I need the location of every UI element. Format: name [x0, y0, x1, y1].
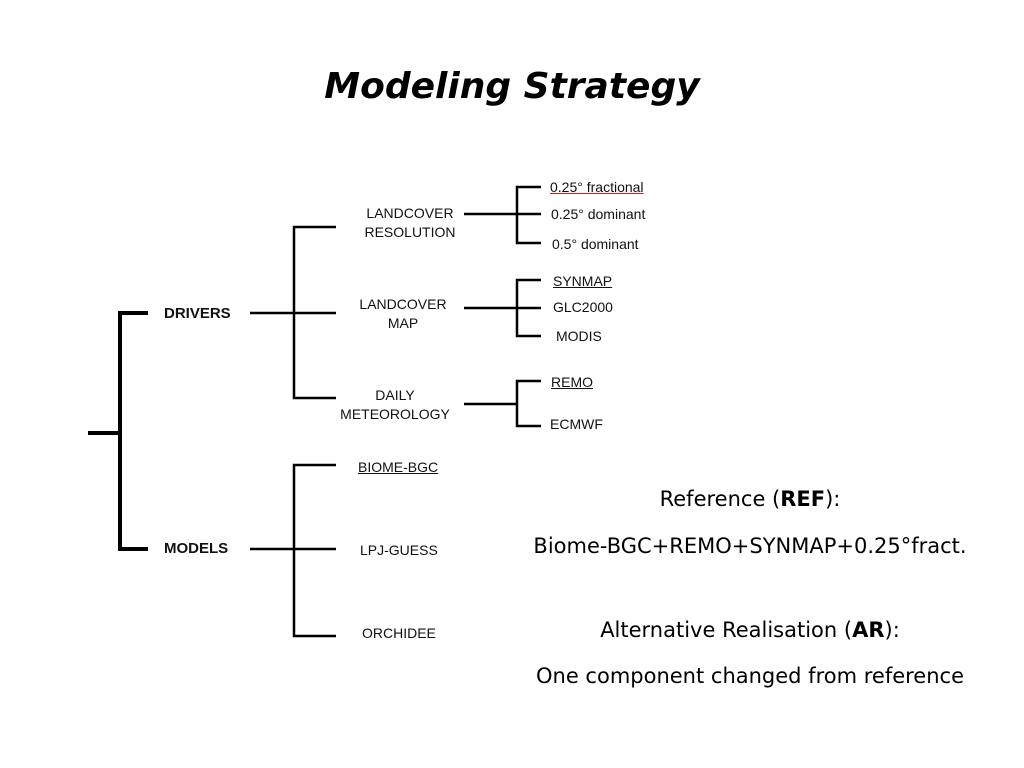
- alternative-heading: Alternative Realisation (AR):: [600, 618, 900, 642]
- leaf-map-synmap: SYNMAP: [553, 273, 613, 289]
- node-daily-meteorology: DAILY METEOROLOGY: [325, 386, 465, 424]
- reference-value: Biome-BGC+REMO+SYNMAP+0.25°fract.: [533, 534, 967, 558]
- leaf-model-biome-bgc: BIOME-BGC: [358, 459, 439, 475]
- node-landcover-map: LANDCOVER MAP: [343, 295, 463, 333]
- leaf-resolution-dominant-05: 0.5° dominant: [552, 236, 639, 252]
- node-landcover-map-line2: MAP: [387, 315, 419, 331]
- node-landcover-resolution-line1: LANDCOVER: [366, 205, 454, 221]
- slide-title: Modeling Strategy: [324, 66, 700, 107]
- leaf-meteo-ecmwf: ECMWF: [550, 416, 603, 432]
- leaf-meteo-remo: REMO: [551, 374, 593, 390]
- leaf-resolution-dominant-025: 0.25° dominant: [551, 206, 646, 222]
- leaf-resolution-fractional: 0.25° fractional: [550, 179, 644, 195]
- root-bracket: [118, 311, 148, 551]
- node-models: MODELS: [164, 540, 229, 557]
- leaf-map-modis: MODIS: [556, 328, 602, 344]
- leaf-model-lpj-guess: LPJ-GUESS: [360, 542, 438, 558]
- alternative-abbr: AR: [852, 618, 885, 642]
- reference-heading: Reference (REF):: [659, 487, 841, 511]
- node-daily-meteorology-line2: METEOROLOGY: [340, 406, 450, 422]
- models-bracket: [292, 463, 336, 638]
- node-landcover-resolution: LANDCOVER RESOLUTION: [350, 204, 470, 242]
- node-drivers: DRIVERS: [164, 305, 231, 322]
- reference-abbr: REF: [780, 487, 826, 511]
- node-landcover-map-line1: LANDCOVER: [359, 296, 447, 312]
- leaf-model-orchidee: ORCHIDEE: [362, 625, 436, 641]
- node-daily-meteorology-line1: DAILY: [375, 387, 415, 403]
- alternative-value: One component changed from reference: [535, 664, 965, 688]
- leaf-map-glc2000: GLC2000: [553, 299, 613, 315]
- node-landcover-resolution-line2: RESOLUTION: [364, 224, 456, 240]
